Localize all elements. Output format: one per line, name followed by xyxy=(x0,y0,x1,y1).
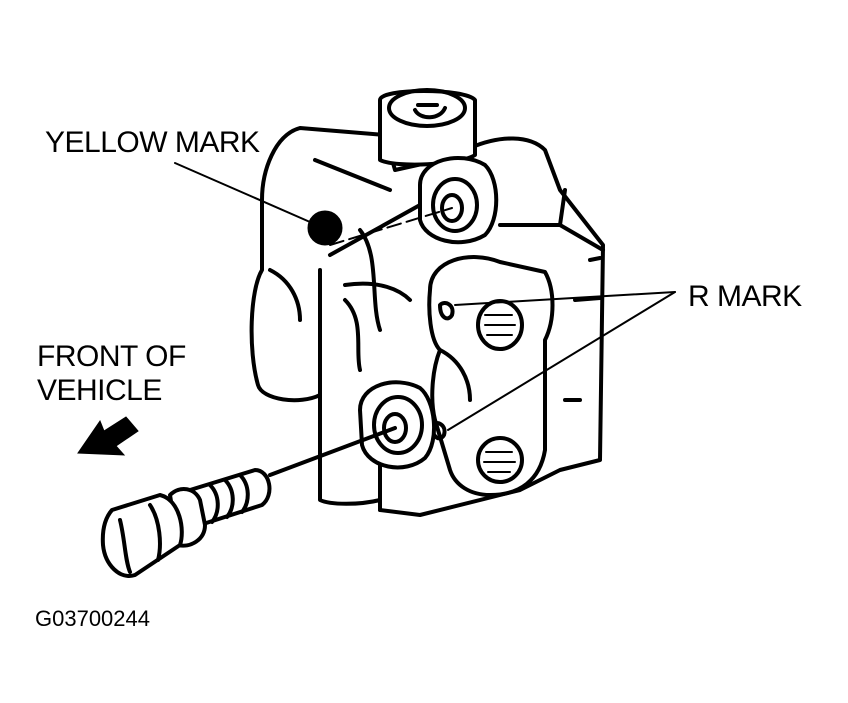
lower-mount-boss xyxy=(358,380,437,470)
front-label-line1: FRONT OF xyxy=(37,340,186,373)
r-mark-leader-upper xyxy=(454,291,676,306)
yellow-mark-dot xyxy=(307,210,343,246)
r-mark-label: R MARK xyxy=(688,280,802,313)
upper-mount-boss xyxy=(418,155,499,245)
upper-bolt-axis xyxy=(329,207,453,246)
port-block xyxy=(427,255,555,497)
bolt xyxy=(100,468,272,578)
front-label-line2: VEHICLE xyxy=(37,374,162,407)
figure-code: G03700244 xyxy=(35,606,150,631)
arrow-down-left-icon xyxy=(77,416,139,456)
yellow-mark-label: YELLOW MARK xyxy=(45,126,260,159)
yellow-mark-leader xyxy=(174,162,311,223)
lower-bolt-axis xyxy=(268,426,397,477)
front-of-vehicle-label: FRONT OF VEHICLE xyxy=(37,340,186,408)
r-mark-leader-lower xyxy=(447,291,676,431)
